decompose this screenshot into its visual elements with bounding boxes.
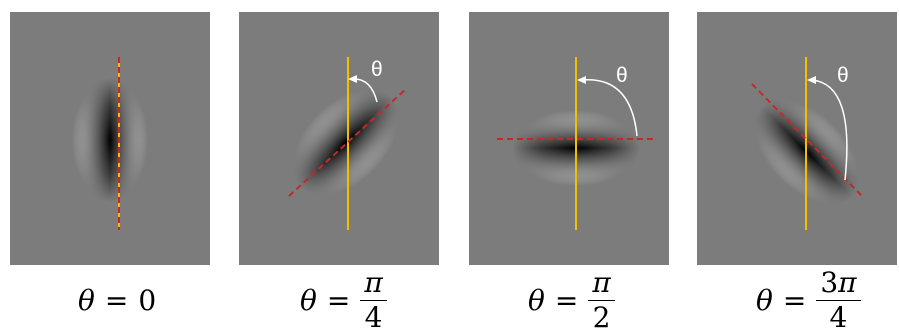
- equals-sign: =: [555, 284, 578, 317]
- theta-symbol: θ: [756, 284, 773, 317]
- theta-symbol: θ: [78, 284, 95, 317]
- gabor-image-theta-pi-2: θ: [469, 12, 669, 265]
- fraction: 3π 4: [816, 269, 860, 332]
- theta-symbol: θ: [528, 284, 545, 317]
- gabor-image-theta-3pi-4: θ: [697, 12, 897, 265]
- theta-label: θ: [837, 64, 849, 87]
- theta-label: θ: [371, 58, 383, 81]
- theta-symbol: θ: [300, 284, 317, 317]
- fraction-numerator: 3π: [816, 269, 860, 301]
- gabor-image-theta-pi-4: θ: [239, 12, 439, 265]
- equals-sign: =: [327, 284, 350, 317]
- equals-sign: =: [783, 284, 806, 317]
- numerator-pi: π: [838, 266, 856, 299]
- fraction: π 2: [588, 269, 614, 332]
- fraction-numerator: π: [360, 269, 386, 301]
- fraction-denominator: 4: [830, 301, 848, 332]
- numerator-coefficient: 3: [820, 266, 838, 299]
- caption-value: 0: [138, 284, 156, 317]
- gabor-image-theta-0: [10, 12, 210, 265]
- gabor-panel-theta-0: [10, 12, 210, 265]
- gabor-stripes: [72, 78, 148, 202]
- gabor-panel-theta-pi-4: θ: [239, 12, 439, 265]
- gabor-panel-theta-3pi-4: θ: [697, 12, 897, 265]
- theta-label: θ: [616, 64, 628, 87]
- caption-theta-pi-2: θ = π 2: [528, 270, 615, 330]
- equals-sign: =: [105, 284, 128, 317]
- caption-theta-pi-4: θ = π 4: [300, 270, 387, 330]
- caption-theta-3pi-4: θ = 3π 4: [756, 270, 861, 330]
- fraction: π 4: [360, 269, 386, 332]
- caption-theta-0: θ = 0: [78, 270, 156, 330]
- fraction-numerator: π: [588, 269, 614, 301]
- fraction-denominator: 4: [365, 301, 383, 332]
- fraction-denominator: 2: [593, 301, 611, 332]
- gabor-panel-theta-pi-2: θ: [469, 12, 669, 265]
